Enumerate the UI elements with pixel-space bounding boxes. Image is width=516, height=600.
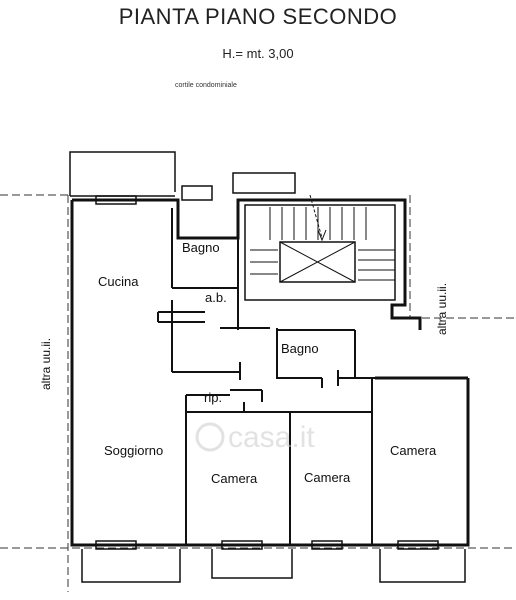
watermark: casa.it xyxy=(195,421,315,454)
courtyard-label: cortile condominiale xyxy=(175,82,237,89)
room-label-ab: a.b. xyxy=(205,290,227,305)
room-label-cucina: Cucina xyxy=(98,274,139,289)
staircase xyxy=(244,194,396,301)
plan-title: PIANTA PIANO SECONDO xyxy=(118,4,398,29)
watermark-text: casa.it xyxy=(228,421,315,454)
room-label-bagno-mid: Bagno xyxy=(281,341,319,356)
room-label-soggiorno: Soggiorno xyxy=(104,443,163,458)
room-label-camera-right: Camera xyxy=(390,443,437,458)
top-terrace xyxy=(232,172,296,194)
windows xyxy=(81,185,466,583)
side-label-left: altra uu.ii. xyxy=(39,338,53,390)
ceiling-height-note: H.= mt. 3,00 xyxy=(222,46,294,61)
interior-walls xyxy=(157,208,375,545)
room-label-camera-left: Camera xyxy=(211,471,258,486)
side-label-right: altra uu.ii. xyxy=(435,283,449,335)
balcony-top xyxy=(69,151,176,197)
room-label-camera-mid: Camera xyxy=(304,470,351,485)
exterior-walls xyxy=(70,198,470,547)
room-label-bagno-top: Bagno xyxy=(182,240,220,255)
room-label-rip: rip. xyxy=(204,390,222,405)
property-boundary-lines xyxy=(0,194,516,592)
